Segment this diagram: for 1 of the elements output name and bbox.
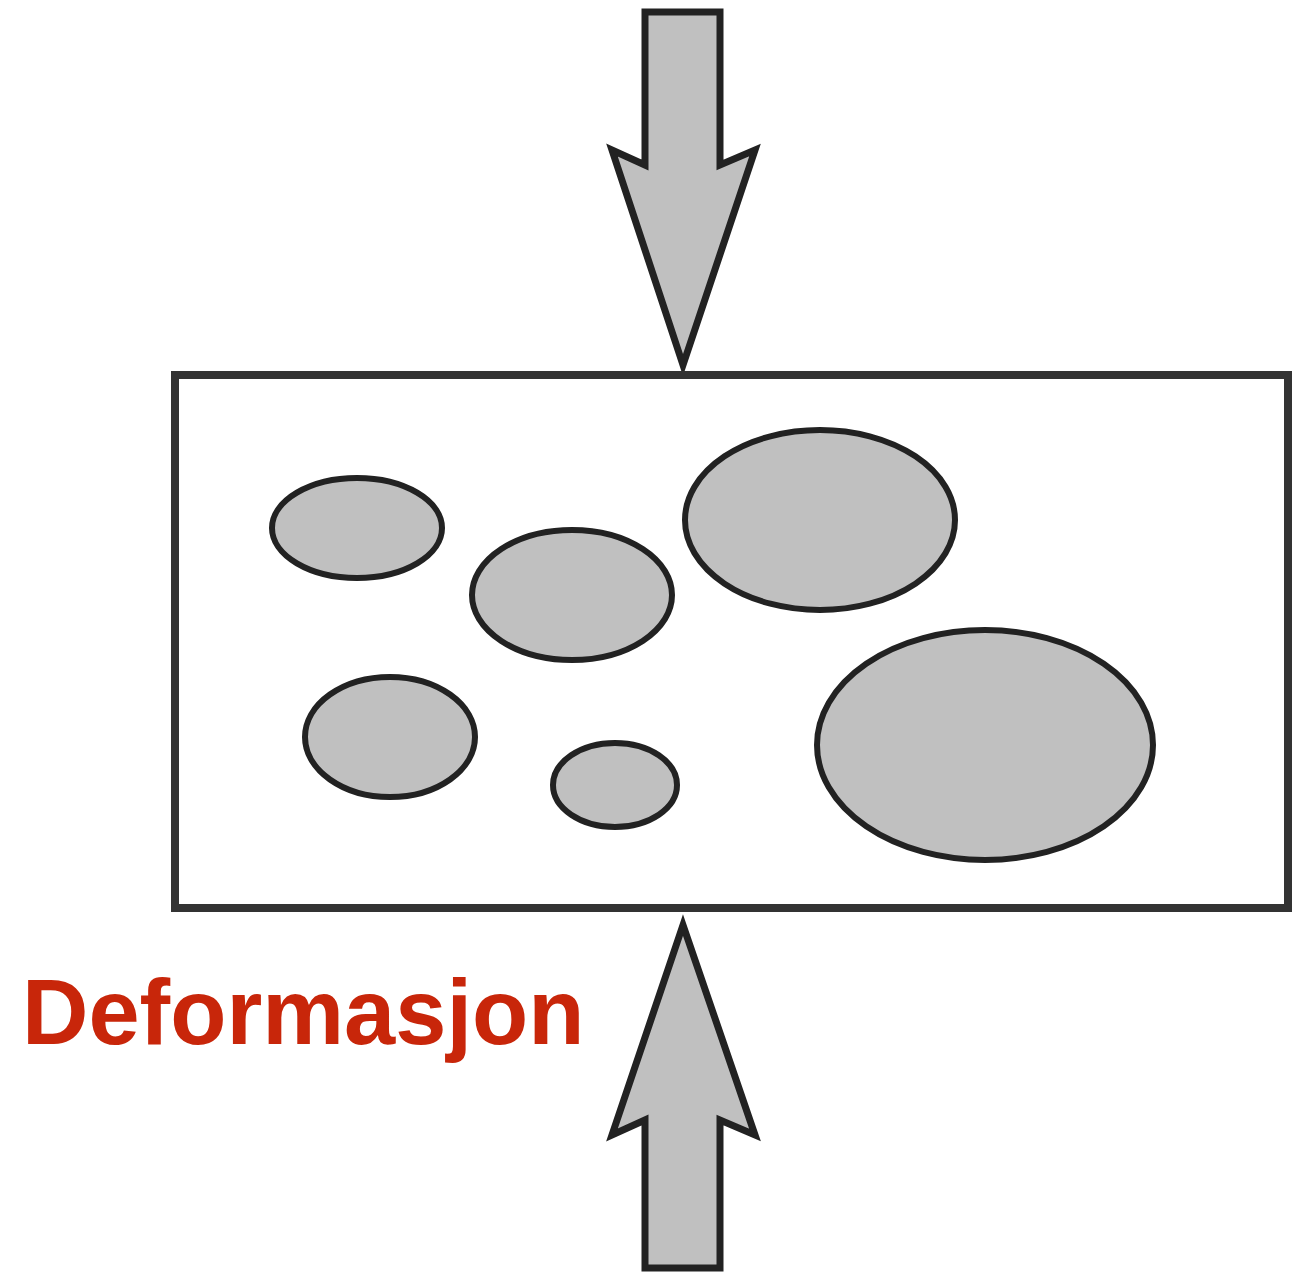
deformation-label: Deformasjon xyxy=(22,962,585,1064)
